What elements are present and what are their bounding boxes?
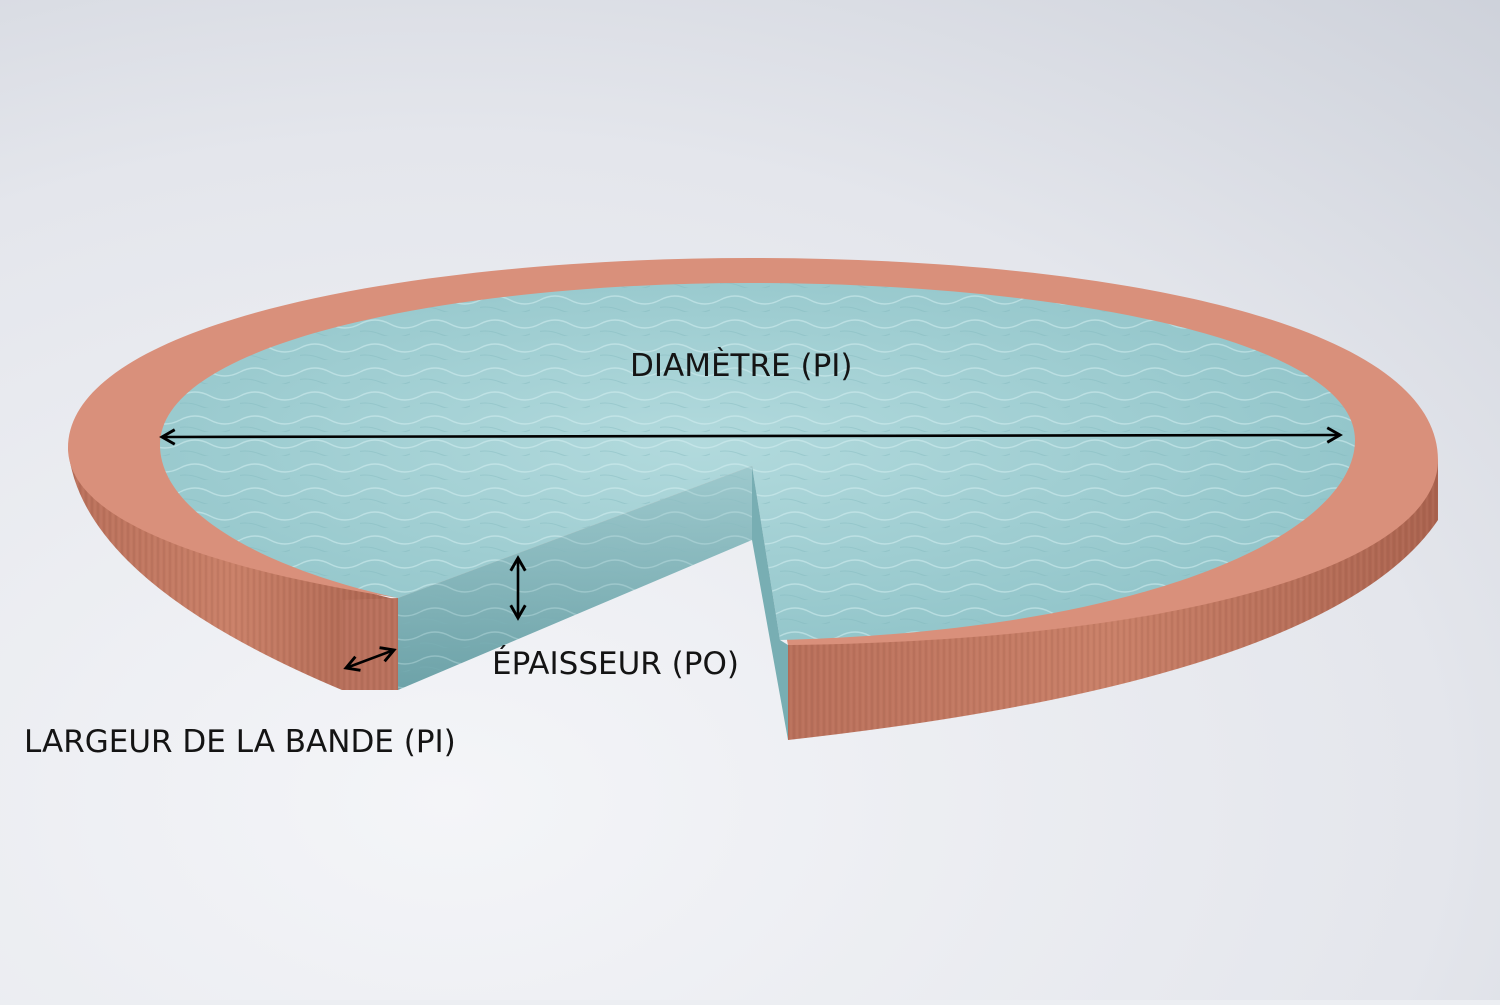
- rim-side-left-grain: [68, 448, 398, 690]
- rim-side-right-grain: [788, 460, 1438, 740]
- water-ripples: [160, 283, 1355, 640]
- thickness-label: ÉPAISSEUR (PO): [492, 646, 739, 682]
- band-width-label: LARGEUR DE LA BANDE (PI): [24, 724, 456, 760]
- cut-face-water-left-ripples: [398, 466, 752, 690]
- diameter-label: DIAMÈTRE (PI): [630, 348, 853, 384]
- cut-face-water-right: [752, 466, 788, 740]
- band-width-arrow-icon: [343, 646, 397, 672]
- rim-cut-face-grain: [342, 598, 398, 690]
- diameter-arrow-icon: [159, 426, 1343, 446]
